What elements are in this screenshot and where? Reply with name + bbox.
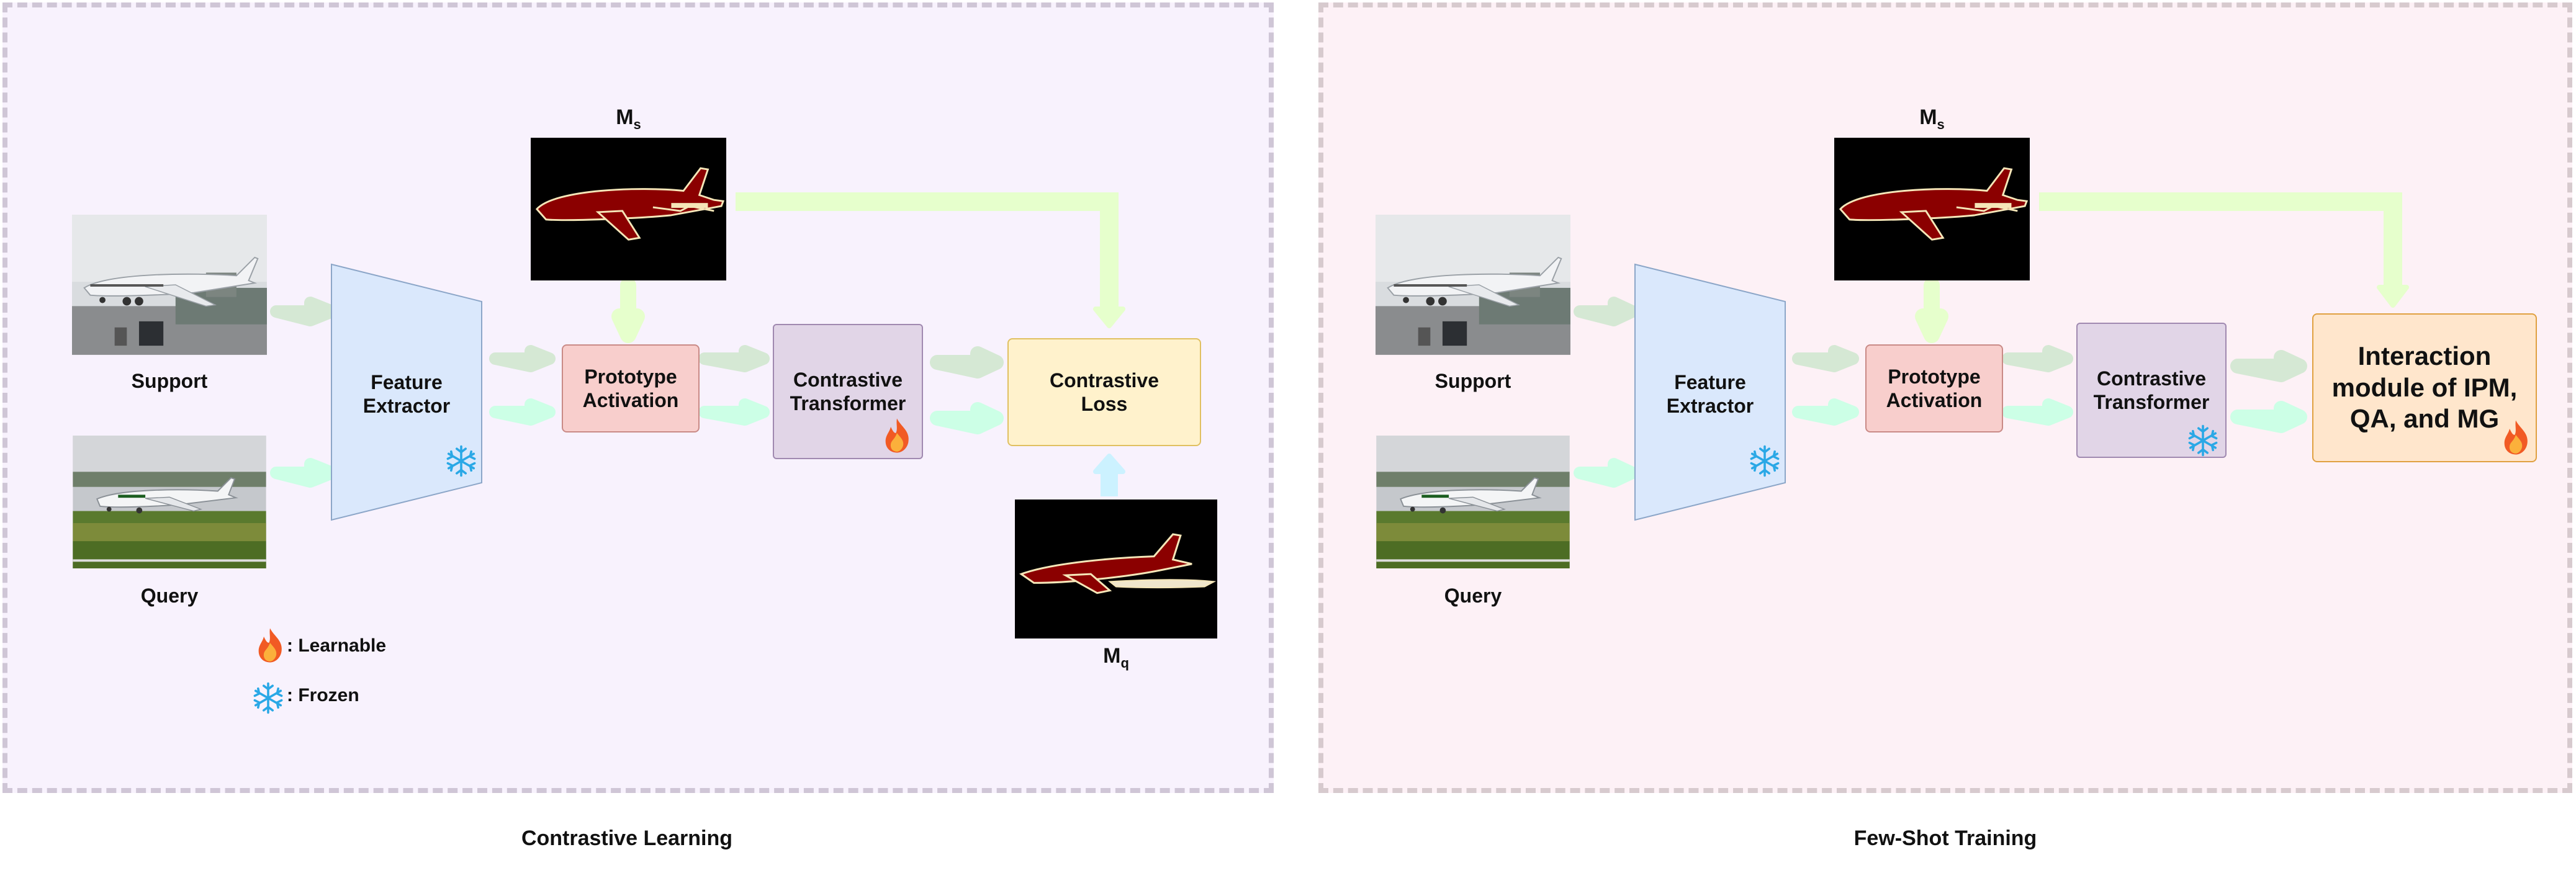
contrastive-loss-box: Contrastive Loss	[1007, 338, 1201, 446]
arrow-extractor-to-prototype-support-right	[1792, 345, 1859, 372]
prototype-activation-box: Prototype Activation	[562, 344, 700, 432]
feature-extractor-label-right: Feature Extractor	[1666, 370, 1754, 417]
feature-extractor-shape-right	[1634, 263, 1786, 521]
legend-learnable: : Learnable	[287, 635, 387, 656]
query-image-right	[1376, 436, 1570, 568]
query-mask-label: Mq	[1103, 644, 1129, 671]
snowflake-icon	[444, 444, 478, 478]
prototype-activation-box-right: Prototype Activation	[1865, 344, 2003, 432]
caption-few-shot-training: Few-Shot Training	[1853, 826, 2037, 850]
arrow-prototype-to-transformer-query-right	[2002, 398, 2073, 426]
support-label: Support	[131, 370, 208, 392]
arrow-prototype-to-transformer-query	[698, 398, 770, 426]
support-image-right	[1376, 213, 1570, 356]
arrow-query-to-extractor	[270, 458, 338, 488]
support-mask-label: Ms	[616, 105, 641, 132]
arrow-prototype-to-transformer-support	[698, 345, 770, 372]
snowflake-icon	[1748, 444, 1781, 478]
query-image	[72, 436, 267, 568]
arrow-extractor-to-prototype-support	[489, 345, 556, 372]
arrow-mask-to-prototype	[611, 277, 645, 343]
feature-extractor-label: Feature Extractor	[363, 370, 451, 417]
fire-icon	[881, 417, 912, 454]
feature-extractor-shape	[331, 263, 482, 521]
arrow-support-to-extractor	[270, 297, 338, 326]
support-mask-image-right	[1834, 138, 2030, 280]
arrow-mask-to-loss	[736, 192, 1125, 328]
arrow-query-mask-to-loss	[1093, 454, 1125, 496]
arrow-mask-to-prototype-right	[1915, 277, 1948, 343]
arrow-query-to-extractor-right	[1574, 458, 1639, 488]
arrow-mask-to-module-right	[2039, 192, 2409, 308]
support-mask-image	[531, 138, 726, 280]
support-image	[72, 213, 267, 356]
query-label-right: Query	[1444, 585, 1502, 607]
fire-icon	[2500, 419, 2531, 456]
contrastive-transformer-box-right: Contrastive Transformer	[2076, 323, 2227, 458]
legend-frozen: : Frozen	[287, 685, 359, 706]
arrow-transformer-to-loss-query	[930, 402, 1004, 434]
query-mask-image	[1015, 499, 1217, 638]
arrow-transformer-to-module-support-right	[2230, 350, 2307, 382]
arrow-extractor-to-prototype-query	[489, 398, 556, 426]
fire-icon	[254, 627, 286, 664]
snowflake-icon	[2186, 424, 2220, 457]
query-label: Query	[140, 585, 199, 607]
arrow-transformer-to-loss-support	[930, 346, 1004, 379]
arrow-transformer-to-module-query-right	[2230, 401, 2307, 433]
caption-contrastive-learning: Contrastive Learning	[521, 826, 733, 850]
snowflake-icon	[251, 681, 285, 715]
arrow-extractor-to-prototype-query-right	[1792, 398, 1859, 426]
arrow-support-to-extractor-right	[1574, 297, 1639, 326]
arrow-prototype-to-transformer-support-right	[2002, 345, 2073, 372]
support-label-right: Support	[1434, 370, 1511, 392]
interaction-module-box: Interaction module of IPM, QA, and MG	[2312, 313, 2537, 462]
support-mask-label-right: Ms	[1919, 105, 1945, 132]
